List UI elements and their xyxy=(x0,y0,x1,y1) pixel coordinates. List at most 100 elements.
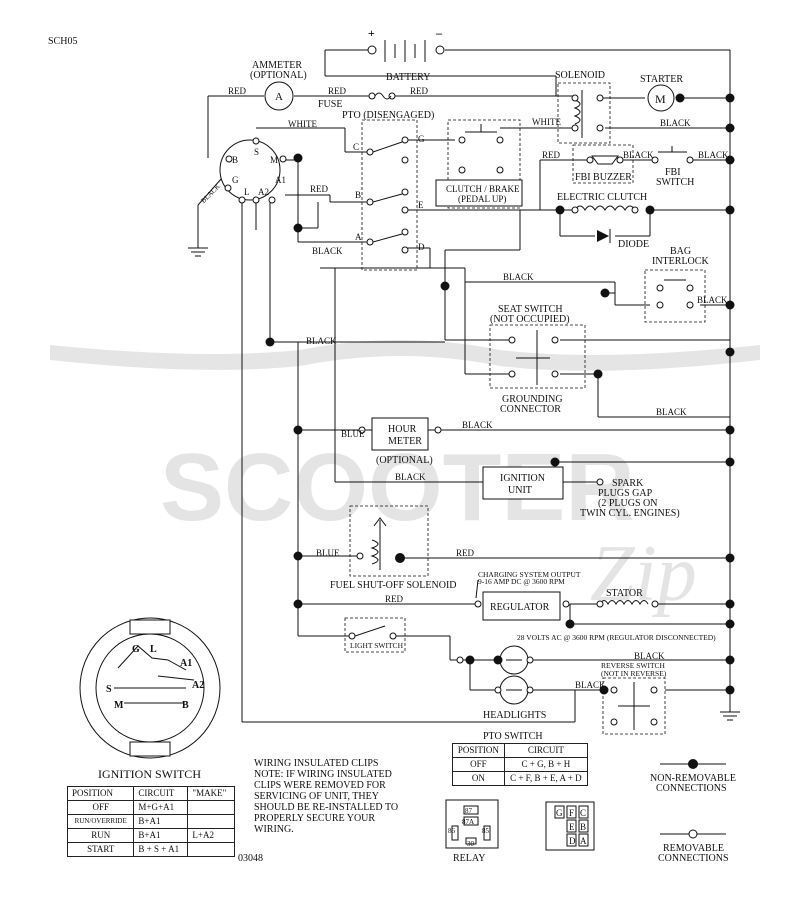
spark-line3: (2 PLUGS ON xyxy=(598,498,657,509)
note-line: SERVICING OF UNIT, THEY xyxy=(254,791,379,802)
pto-cell: ON xyxy=(452,771,505,786)
ign-term-s: S xyxy=(254,147,259,157)
ign-th-make: "MAKE" xyxy=(187,786,235,801)
pto-term-d: D xyxy=(418,242,425,252)
reverse-line1: REVERSE SWITCH xyxy=(601,661,666,670)
battery-minus: – xyxy=(435,26,443,40)
pto-term-a: A xyxy=(355,232,362,242)
hour-meter-sub: (OPTIONAL) xyxy=(376,455,433,466)
solenoid-label: SOLENOID xyxy=(555,70,605,81)
ign-cell: M+G+A1 xyxy=(133,800,189,815)
wire-black-pto: BLACK xyxy=(312,246,343,256)
wire-black-1: BLACK xyxy=(660,118,691,128)
bag-interlock-line1: BAG xyxy=(670,246,691,257)
note-line: WIRING. xyxy=(254,824,294,835)
page-code: SCH05 xyxy=(48,36,77,47)
ignition-switch-face: G L A1 A2 S B M IGNITION SWITCH xyxy=(79,617,221,781)
charging-line2: 9-16 AMP DC @ 3600 RPM xyxy=(478,577,565,586)
note-line: PROPERLY SECURE YOUR xyxy=(254,813,376,824)
pto-th-circuit: CIRCUIT xyxy=(503,743,589,758)
wire-red-5: RED xyxy=(542,150,561,160)
watermark-script: Zip xyxy=(590,530,697,618)
pto-term-c: C xyxy=(353,142,359,152)
clutch-brake-line2: (PEDAL UP) xyxy=(458,194,506,204)
ign-face-a2: A2 xyxy=(192,680,204,691)
ign-cell: B+A1 xyxy=(133,814,189,829)
light-switch-label: LIGHT SWITCH xyxy=(350,641,404,650)
note-line: CLIPS WERE REMOVED FOR xyxy=(254,780,386,791)
ign-cell: RUN/OVERRIDE xyxy=(66,814,135,829)
wire-black-3: BLACK xyxy=(698,150,729,160)
ign-term-a1: A1 xyxy=(275,175,286,185)
fuel-solenoid-label: FUEL SHUT-OFF SOLENOID xyxy=(330,580,457,591)
pto-switch: C G B E A D PTO (DISENGAGED) BLACK xyxy=(312,110,434,271)
ign-th-position: POSITION xyxy=(66,786,135,801)
ammeter-symbol: A xyxy=(275,91,283,103)
diode-label: DIODE xyxy=(618,239,649,250)
ign-face-b: B xyxy=(182,700,189,711)
ign-cell: L+A2 xyxy=(187,828,235,843)
spark-line4: TWIN CYL. ENGINES) xyxy=(580,508,680,519)
ign-cell: START xyxy=(66,842,135,857)
grounding-line1: GROUNDING xyxy=(502,394,563,405)
bag-interlock-line2: INTERLOCK xyxy=(652,256,709,267)
ammeter: A AMMETER (OPTIONAL) RED xyxy=(228,60,307,111)
junction-dots: BLACK xyxy=(265,93,735,695)
ignition-unit: IGNITION UNIT BLACK SPARK PLUGS GAP (2 P… xyxy=(395,457,680,519)
clutch-brake-line1: CLUTCH / BRAKE xyxy=(446,184,520,194)
fuse-label: FUSE xyxy=(318,99,342,110)
wire-red-6: RED xyxy=(456,548,475,558)
spark-line1: SPARK xyxy=(612,478,644,489)
bag-interlock: BAG INTERLOCK BLACK BLACK xyxy=(503,246,728,323)
pto-label: PTO (DISENGAGED) xyxy=(342,110,434,121)
table-row: OFF M+G+A1 xyxy=(66,800,235,815)
wire-black-8: BLACK xyxy=(395,472,426,482)
fbi-switch-line1: FBI xyxy=(665,167,681,178)
table-row: OFF C + G, B + H xyxy=(452,757,589,772)
spark-line2: PLUGS GAP xyxy=(598,488,653,499)
ign-cell xyxy=(187,800,235,815)
ign-term-m: M xyxy=(270,155,278,165)
seat-switch: SEAT SWITCH (NOT OCCUPIED) GROUNDING CON… xyxy=(489,304,687,417)
headlights-label: HEADLIGHTS xyxy=(483,710,546,721)
note-line: SHOULD BE RE-INSTALLED TO xyxy=(254,802,399,813)
ign-cell: B+A1 xyxy=(133,828,189,843)
hour-meter-line2: METER xyxy=(388,436,422,447)
pto-face-b: B xyxy=(580,822,586,832)
ign-term-g: G xyxy=(232,175,239,185)
starter: M STARTER BLACK xyxy=(640,74,691,128)
ign-term-b: B xyxy=(232,155,238,165)
pto-term-e: E xyxy=(418,200,424,210)
legend-non-removable-2: CONNECTIONS xyxy=(656,783,727,794)
battery-label: BATTERY xyxy=(386,72,430,83)
charging-line1: CHARGING SYSTEM OUTPUT xyxy=(478,570,581,579)
non-removable-dot xyxy=(688,759,698,769)
pto-table-header: POSITION CIRCUIT xyxy=(452,743,589,758)
regulator: REGULATOR CHARGING SYSTEM OUTPUT 9-16 AM… xyxy=(385,570,716,642)
relay-85: 85 xyxy=(482,827,490,835)
headlights: HEADLIGHTS BLACK xyxy=(456,645,665,721)
solenoid: SOLENOID WHITE xyxy=(532,70,611,144)
ign-cell xyxy=(187,842,235,857)
ign-cell: OFF xyxy=(66,800,135,815)
removable-dot xyxy=(688,829,698,839)
pto-term-b: B xyxy=(355,190,361,200)
pto-cell: C + F, B + E, A + D xyxy=(503,771,589,786)
ign-face-s: S xyxy=(106,684,112,695)
wire-red-3: RED xyxy=(410,86,429,96)
table-row: RUN B+A1 L+A2 xyxy=(66,828,235,843)
wire-white-1: WHITE xyxy=(288,119,317,129)
light-switch: LIGHT SWITCH xyxy=(344,617,406,653)
fbi-buzzer-label: FBI BUZZER xyxy=(575,172,632,183)
relay-label: RELAY xyxy=(453,853,485,864)
ign-face-m: M xyxy=(114,700,124,711)
relay-86: 86 xyxy=(448,827,456,835)
pto-face-c: C xyxy=(580,808,586,818)
battery: + – BATTERY xyxy=(367,26,445,83)
legend: NON-REMOVABLE CONNECTIONS REMOVABLE CONN… xyxy=(650,759,736,864)
ammeter-label: AMMETER xyxy=(252,60,302,71)
ign-face-a1: A1 xyxy=(180,658,192,669)
ignition-table-header: POSITION CIRCUIT "MAKE" xyxy=(66,786,235,801)
ignition-unit-line2: UNIT xyxy=(508,485,532,496)
ignition-connector: B S M G L A2 A1 BLACK WHITE RED xyxy=(199,119,328,205)
